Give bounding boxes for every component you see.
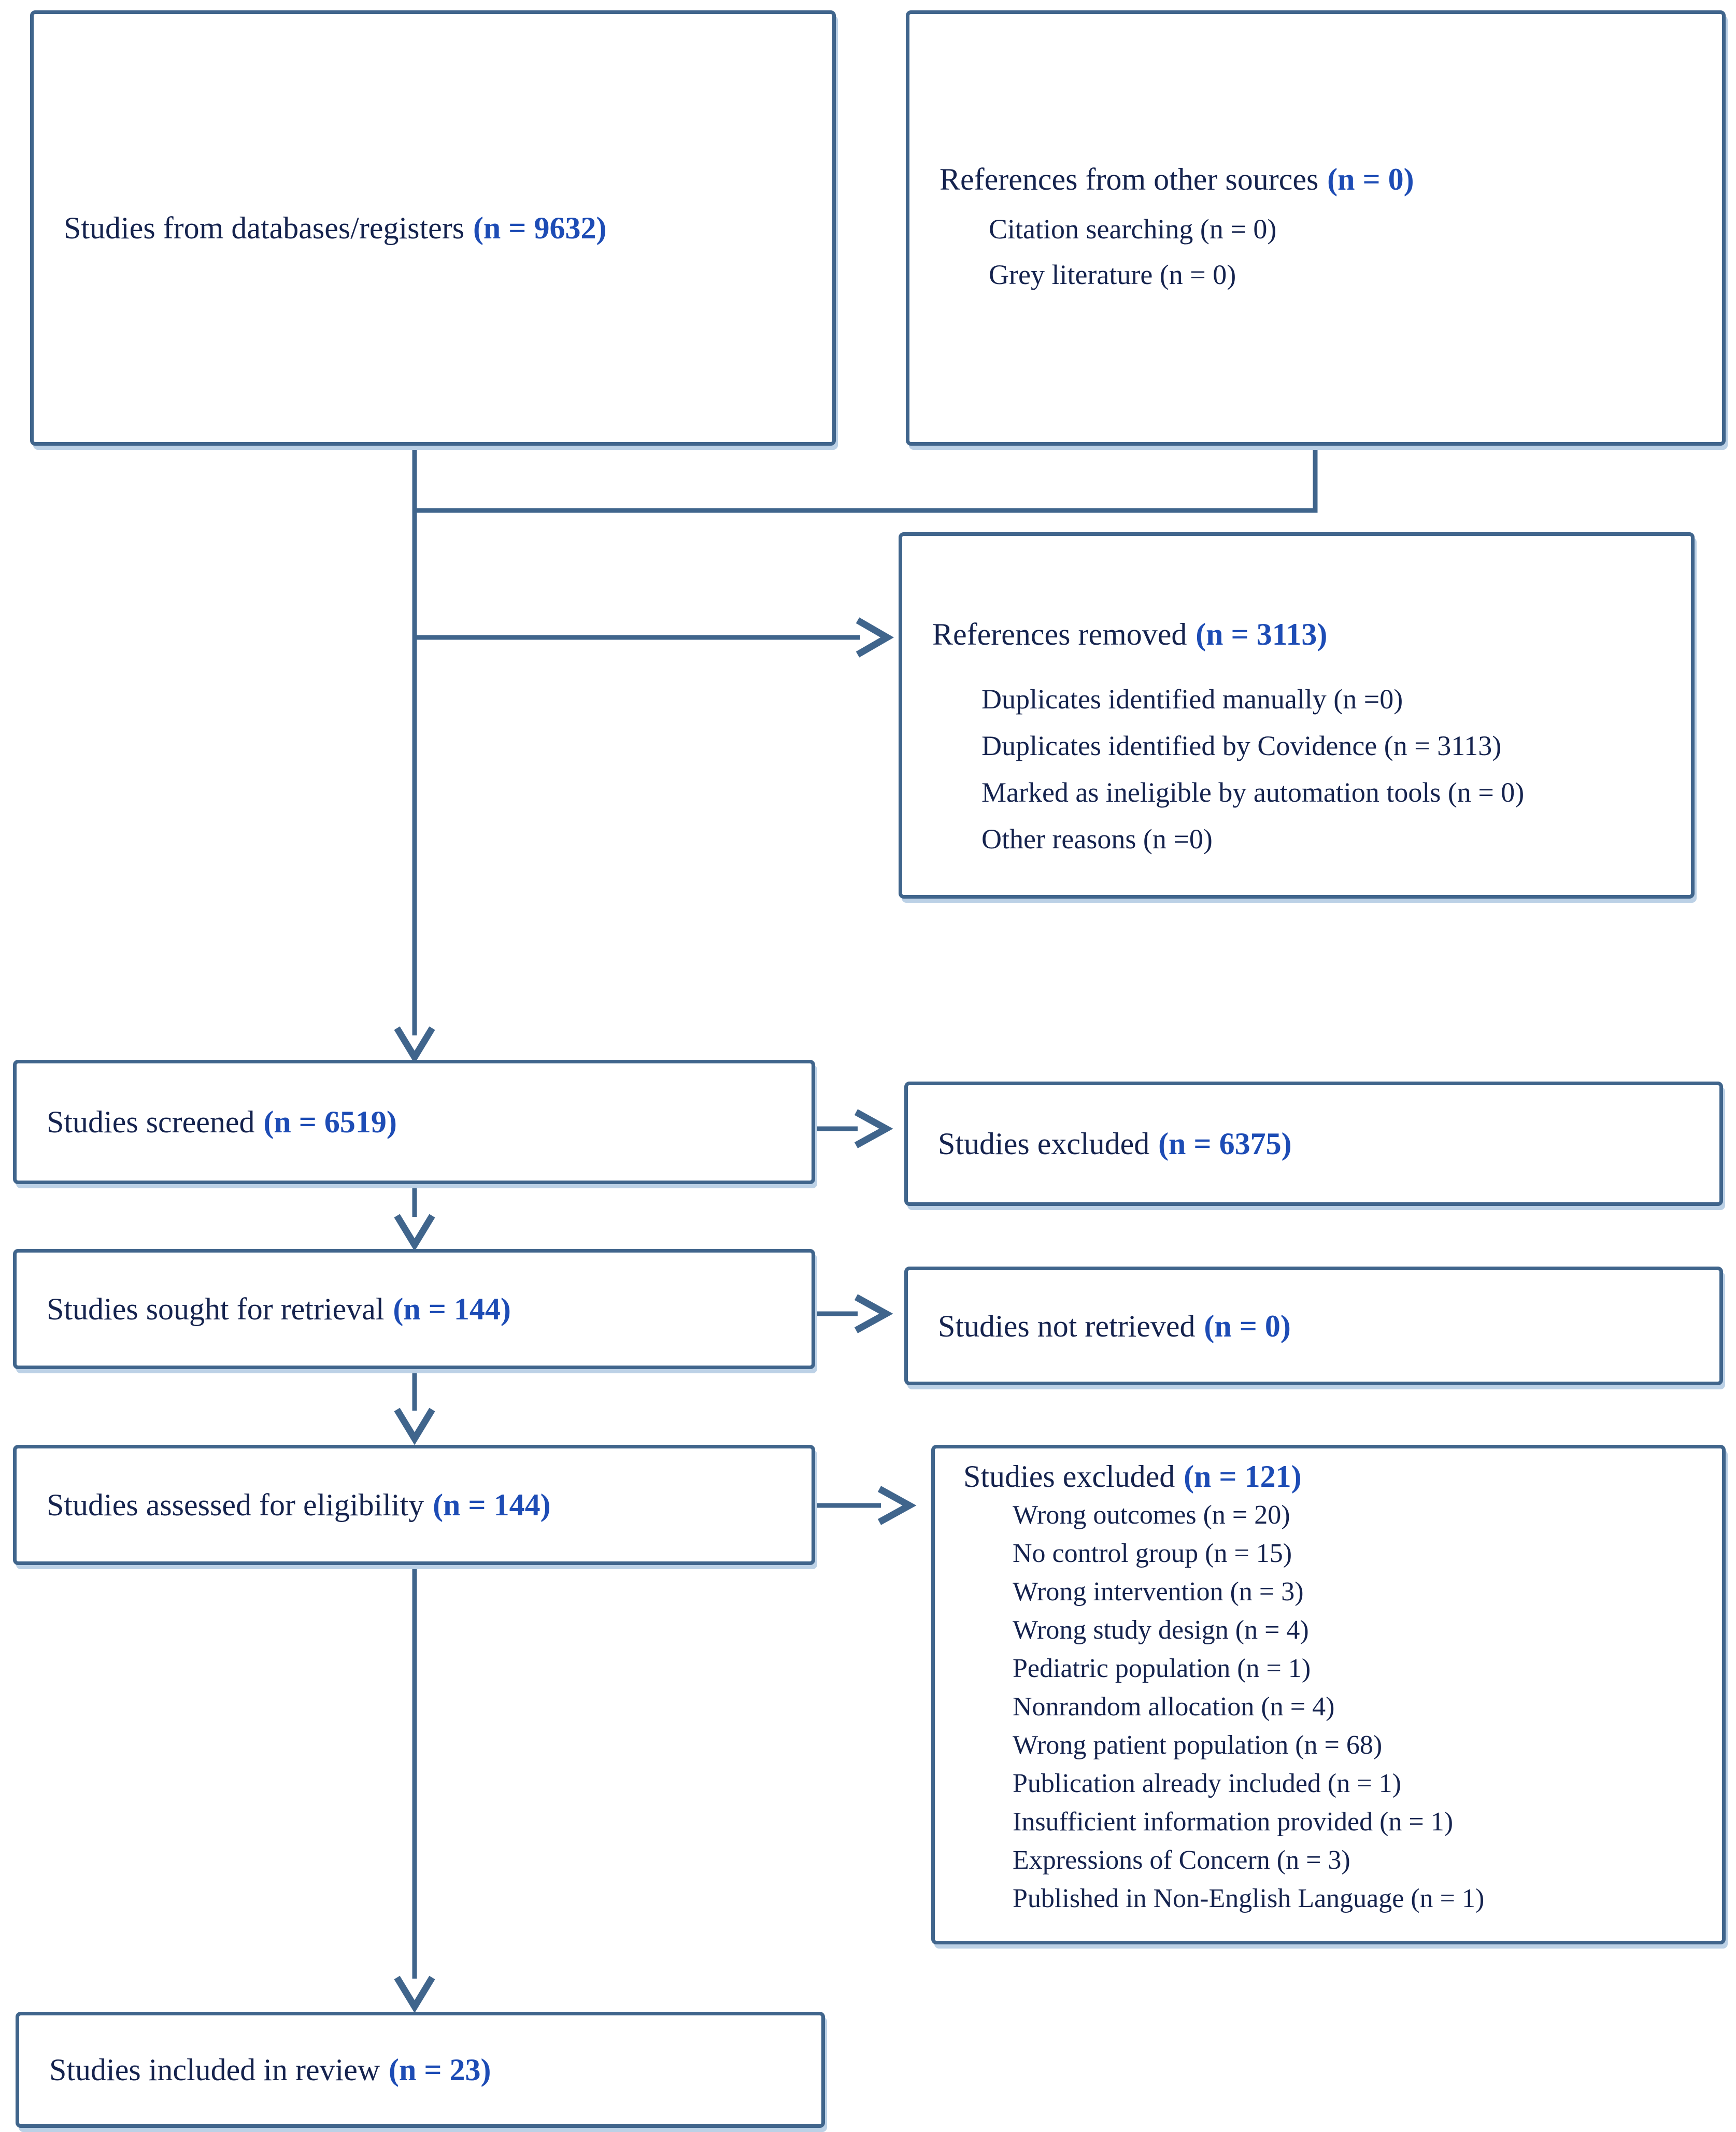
sub-item: No control group (n = 15) xyxy=(1013,1539,1292,1568)
arrowhead-icon xyxy=(877,1486,917,1525)
box-references-removed: References removed (n = 3113) Duplicates … xyxy=(899,532,1695,899)
box-label: Studies included in review (n = 23) xyxy=(49,2049,806,2091)
box-studies-screened: Studies screened(n = 6519) xyxy=(13,1060,815,1184)
sub-item: Citation searching (n = 0) xyxy=(989,214,1277,245)
n-value: (n = 144) xyxy=(433,1488,551,1522)
n-value: (n = 6375) xyxy=(1158,1127,1292,1161)
box-studies-included: Studies included in review (n = 23) xyxy=(16,2012,825,2128)
arrowhead-icon xyxy=(394,1975,435,2013)
box-studies-assessed-eligibility: Studies assessed for eligibility (n = 144… xyxy=(13,1445,815,1565)
n-value: (n = 0) xyxy=(1204,1309,1291,1343)
arrowhead-icon xyxy=(394,1026,435,1064)
sub-item-list: Wrong outcomes (n = 20) No control group … xyxy=(963,1496,1706,1918)
n-value: (n = 0) xyxy=(1327,162,1414,196)
box-label: Studies screened(n = 6519) xyxy=(47,1101,796,1143)
box-label-text: References from other sources xyxy=(940,162,1319,196)
box-label-text: Studies screened xyxy=(47,1105,255,1139)
sub-item: Duplicates identified by Covidence (n = … xyxy=(981,730,1502,761)
box-references-other-sources: References from other sources(n = 0) Cit… xyxy=(906,10,1726,446)
box-label-text: Studies assessed for eligibility xyxy=(47,1488,424,1522)
box-label: Studies from databases/registers(n = 963… xyxy=(64,207,817,249)
sub-item: Wrong intervention (n = 3) xyxy=(1013,1577,1304,1607)
box-label-text: Studies from databases/registers xyxy=(64,211,465,245)
box-studies-excluded-screening: Studies excluded(n = 6375) xyxy=(904,1082,1723,1206)
sub-item: Grey literature (n = 0) xyxy=(989,259,1236,290)
n-value: (n = 121) xyxy=(1184,1459,1302,1494)
box-label: Studies excluded (n = 121) xyxy=(963,1457,1706,1496)
sub-item: Published in Non-English Language (n = 1… xyxy=(1013,1884,1485,1913)
n-value: (n = 144) xyxy=(393,1292,511,1326)
box-label-text: Studies not retrieved xyxy=(938,1309,1196,1343)
sub-item: Publication already included (n = 1) xyxy=(1013,1769,1401,1798)
arrowhead-icon xyxy=(854,1109,893,1148)
box-studies-sought-retrieval: Studies sought for retrieval(n = 144) xyxy=(13,1249,815,1369)
box-label-text: Studies included in review xyxy=(49,2053,380,2087)
sub-item: Other reasons (n =0) xyxy=(981,823,1213,855)
connector-line xyxy=(417,448,1318,513)
n-value: (n = 3113) xyxy=(1196,617,1328,651)
sub-item-list: Citation searching (n = 0) Grey literatur… xyxy=(940,206,1706,297)
sub-item: Expressions of Concern (n = 3) xyxy=(1013,1845,1350,1875)
sub-item: Wrong patient population (n = 68) xyxy=(1013,1730,1383,1760)
sub-item: Pediatric population (n = 1) xyxy=(1013,1654,1311,1683)
sub-item: Nonrandom allocation (n = 4) xyxy=(1013,1692,1335,1722)
sub-item: Wrong outcomes (n = 20) xyxy=(1013,1500,1290,1530)
box-studies-from-databases: Studies from databases/registers(n = 963… xyxy=(30,10,836,446)
sub-item: Wrong study design (n = 4) xyxy=(1013,1615,1309,1645)
box-label: Studies not retrieved(n = 0) xyxy=(938,1305,1704,1347)
box-label: References from other sources(n = 0) xyxy=(940,159,1706,200)
sub-item: Insufficient information provided (n = 1… xyxy=(1013,1807,1454,1837)
box-label: References removed (n = 3113) xyxy=(932,614,1675,655)
box-label-text: Studies excluded xyxy=(963,1459,1175,1494)
sub-item: Marked as ineligible by automation tools… xyxy=(981,777,1525,808)
n-value: (n = 6519) xyxy=(263,1105,397,1139)
arrowhead-icon xyxy=(394,1214,435,1252)
box-label-text: References removed xyxy=(932,617,1187,651)
n-value: (n = 9632) xyxy=(473,211,607,245)
box-label-text: Studies excluded xyxy=(938,1127,1150,1161)
arrowhead-icon xyxy=(394,1408,435,1445)
box-label: Studies assessed for eligibility (n = 144… xyxy=(47,1484,796,1526)
box-label: Studies excluded(n = 6375) xyxy=(938,1123,1704,1164)
arrowhead-icon xyxy=(854,1294,893,1333)
sub-item-list: Duplicates identified manually (n =0) Dup… xyxy=(932,676,1675,862)
sub-item: Duplicates identified manually (n =0) xyxy=(981,684,1403,715)
box-studies-excluded-eligibility: Studies excluded (n = 121) Wrong outcomes… xyxy=(931,1445,1726,1944)
box-studies-not-retrieved: Studies not retrieved(n = 0) xyxy=(904,1267,1723,1385)
box-label: Studies sought for retrieval(n = 144) xyxy=(47,1288,796,1330)
arrowhead-icon xyxy=(856,617,894,658)
n-value: (n = 23) xyxy=(389,2053,491,2087)
box-label-text: Studies sought for retrieval xyxy=(47,1292,385,1326)
